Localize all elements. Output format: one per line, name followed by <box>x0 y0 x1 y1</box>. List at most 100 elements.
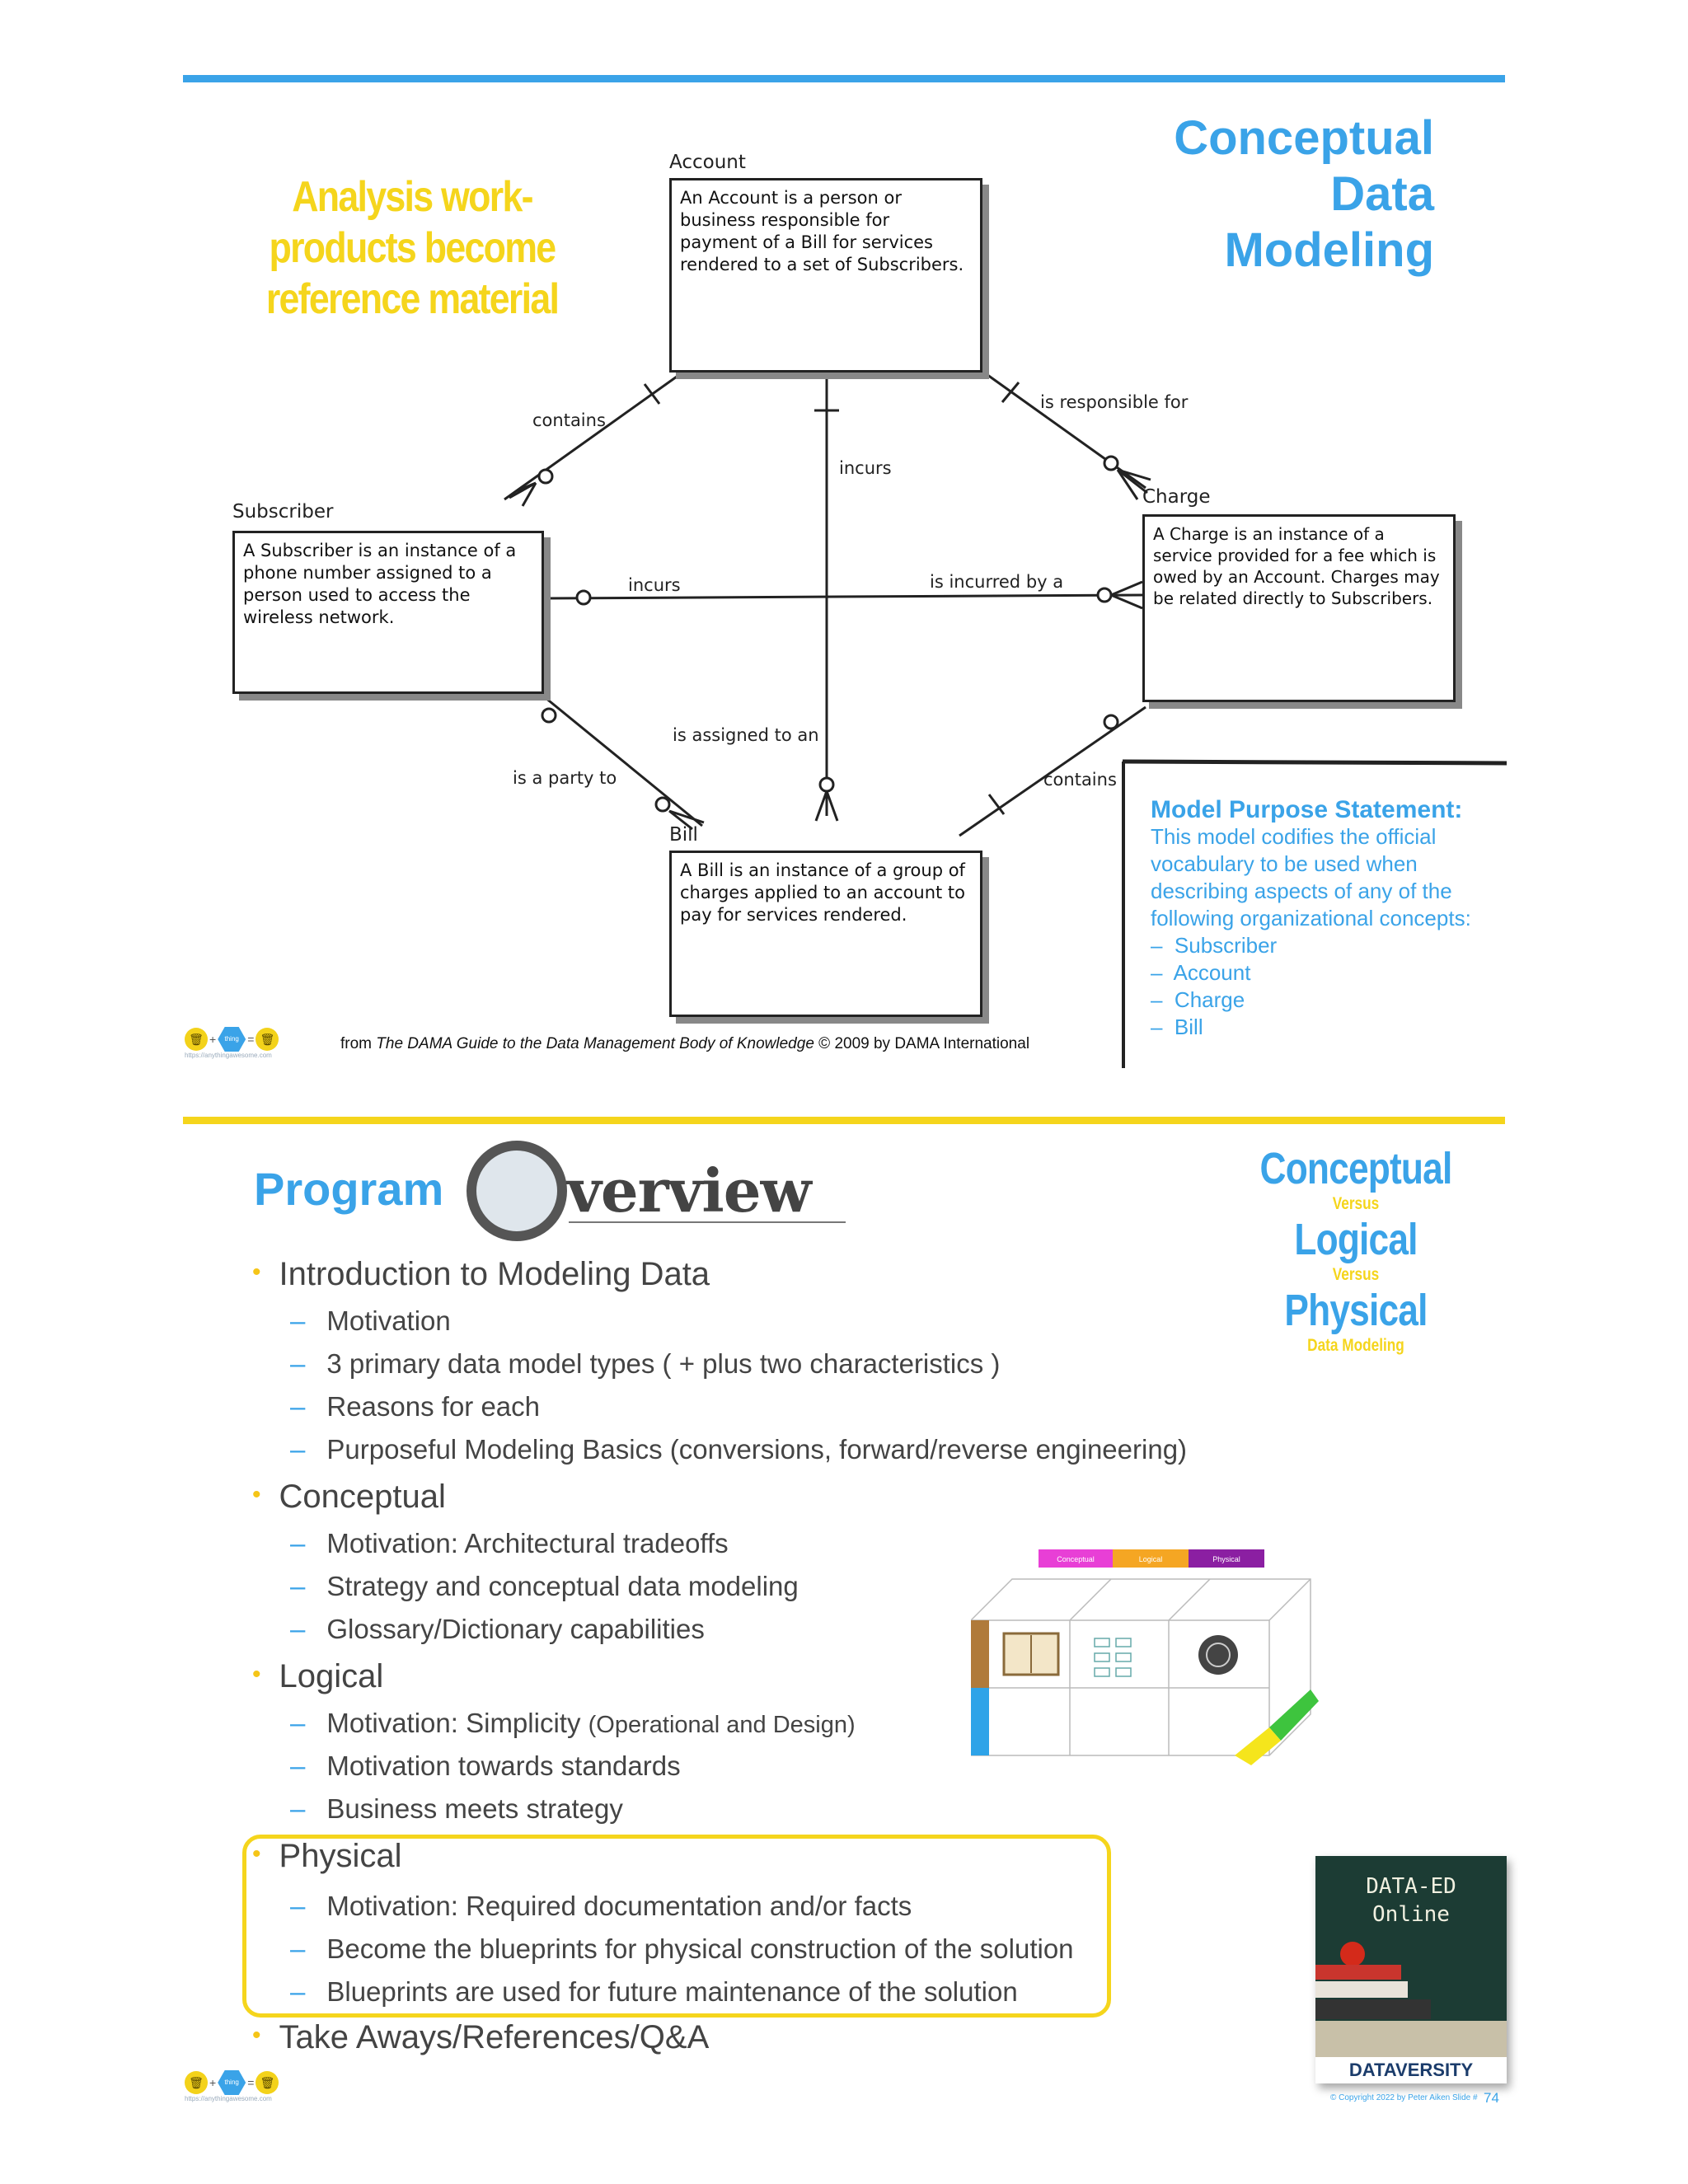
rel-is-a-party-to: is a party to <box>513 768 617 788</box>
cvlp-heading: Conceptual Versus Logical Versus Physica… <box>1258 1144 1454 1357</box>
bill-title: Bill <box>669 824 698 846</box>
account-title: Account <box>669 152 746 173</box>
slide-number: 74 <box>1484 2090 1499 2106</box>
svg-text:Logical: Logical <box>1139 1555 1163 1563</box>
subscriber-box: A Subscriber is an instance of a phone n… <box>232 531 544 694</box>
desk <box>1315 2021 1507 2057</box>
rel-is-incurred-by-a: is incurred by a <box>930 572 1064 592</box>
outline-subitem: –Motivation towards standards <box>290 1750 681 1781</box>
outline-subitem: –Business meets strategy <box>290 1793 623 1824</box>
cube-side-as-is <box>971 1620 989 1688</box>
cube-front-validated <box>1269 1690 1319 1741</box>
rel-is-assigned-to-an: is assigned to an <box>673 725 819 745</box>
analysis-line: reference material <box>265 275 560 323</box>
cvlp-conceptual: Conceptual <box>1259 1144 1453 1193</box>
purpose-item: – Charge <box>1151 987 1245 1012</box>
outline-item: •Logical <box>252 1658 384 1694</box>
rel-contains-top: contains <box>532 410 606 430</box>
outline-subitem: –Blueprints are used for future maintena… <box>290 1976 1018 2007</box>
book-stack <box>1315 1999 1431 2019</box>
magnifier-o-icon <box>467 1141 567 1241</box>
purpose-item: – Bill <box>1151 1015 1203 1039</box>
cube-header-physical <box>1189 1549 1264 1568</box>
er-diagram-lines <box>504 371 1507 1068</box>
overview-title: verview <box>567 1155 812 1226</box>
title-line: Data <box>1330 167 1434 221</box>
purpose-line: vocabulary to be used when <box>1151 851 1418 876</box>
outline-item: •Physical <box>252 1838 402 1874</box>
purpose-item: – Account <box>1151 960 1251 985</box>
analysis-caption: Analysis work- products become reference… <box>263 171 560 325</box>
cube-header-conceptual <box>1039 1549 1113 1568</box>
anythingawesome-logo: 🗑 + thing = 🗑 https://anythingawesome.co… <box>185 2070 279 2102</box>
outline-subitem: –3 primary data model types ( + plus two… <box>290 1348 1001 1379</box>
outline-item: •Take Aways/References/Q&A <box>252 2019 710 2055</box>
analysis-line: Analysis work- <box>292 173 533 221</box>
outline-subitem: –Reasons for each <box>290 1391 541 1422</box>
cvlp-physical: Physical <box>1284 1286 1428 1335</box>
subscriber-title: Subscriber <box>232 501 334 523</box>
trash-icon: 🗑 <box>256 2071 279 2094</box>
diagram-icon <box>1094 1638 1132 1677</box>
copyright: © Copyright 2022 by Peter Aiken Slide # <box>1330 2093 1478 2102</box>
book-stack <box>1315 1965 1401 1980</box>
fingerprint-icon <box>1198 1635 1238 1675</box>
subscriber-bill-line <box>540 692 703 827</box>
cvlp-logical: Logical <box>1294 1215 1418 1264</box>
cube-side-to-be <box>971 1688 989 1755</box>
hexagon-icon: thing <box>218 2070 246 2095</box>
subscriber-charge-line <box>545 593 1143 600</box>
trash-icon: 🗑 <box>185 1028 208 1051</box>
trash-icon: 🗑 <box>185 2071 208 2094</box>
purpose-line: following organizational concepts: <box>1151 906 1471 930</box>
outline-subitem: –Motivation: Architectural tradeoffs <box>290 1528 729 1558</box>
title-line: Modeling <box>1224 223 1434 277</box>
rel-is-responsible-for: is responsible for <box>1040 392 1189 412</box>
rel-incurs-left: incurs <box>628 575 681 595</box>
trash-icon: 🗑 <box>256 1028 279 1051</box>
title-line: Conceptual <box>1174 111 1434 165</box>
title-underline <box>569 1221 846 1223</box>
model-matrix-cube: Conceptual Logical Physical <box>971 1549 1319 1765</box>
purpose-item: – Subscriber <box>1151 933 1278 958</box>
slide1-top-bar <box>183 75 1505 82</box>
outline-subitem: –Glossary/Dictionary capabilities <box>290 1614 705 1644</box>
account-subscriber-line <box>504 371 683 501</box>
purpose-heading: Model Purpose Statement: <box>1151 796 1463 823</box>
data-ed-online-image: DATA-ED Online DATAVERSITY <box>1315 1856 1507 2083</box>
outline-subitem: –Become the blueprints for physical cons… <box>290 1933 1074 1964</box>
analysis-line: products become <box>269 224 557 272</box>
outline-subitem: –Motivation: Simplicity (Operational and… <box>290 1708 856 1738</box>
dataed-line: Online <box>1372 1902 1450 1927</box>
source-citation: from The DAMA Guide to the Data Manageme… <box>340 1035 1030 1052</box>
dataversity-brand: DATAVERSITY <box>1315 2057 1507 2083</box>
model-purpose-statement: Model Purpose Statement: This model codi… <box>1151 796 1505 1048</box>
account-box: An Account is a person or business respo… <box>669 178 982 373</box>
cube-header-logical <box>1113 1549 1189 1568</box>
rel-contains-bottom: contains <box>1043 770 1117 790</box>
cvlp-data-modeling: Data Modeling <box>1307 1336 1404 1355</box>
physical-highlight-box <box>242 1835 1111 2018</box>
slide2-top-bar <box>183 1117 1505 1124</box>
hexagon-icon: thing <box>218 1027 246 1052</box>
program-title: Program <box>254 1163 444 1215</box>
logo-url: https://anythingawesome.com <box>185 1052 272 1059</box>
svg-text:Conceptual: Conceptual <box>1057 1555 1095 1563</box>
purpose-line: This model codifies the official <box>1151 824 1437 849</box>
outline-subitem: –Motivation: Required documentation and/… <box>290 1891 912 1921</box>
apple-icon <box>1340 1942 1365 1966</box>
bill-box: A Bill is an instance of a group of char… <box>669 851 982 1017</box>
cube-front-not-validated <box>1235 1727 1281 1765</box>
outline-item: •Conceptual <box>252 1479 446 1515</box>
outline-subitem: –Strategy and conceptual data modeling <box>290 1571 799 1601</box>
outline-item: •Introduction to Modeling Data <box>252 1256 710 1292</box>
anythingawesome-logo: 🗑 + thing = 🗑 https://anythingawesome.co… <box>185 1027 279 1059</box>
outline-subitem: –Purposeful Modeling Basics (conversions… <box>290 1434 1188 1465</box>
purpose-line: describing aspects of any of the <box>1151 879 1452 903</box>
charge-box: A Charge is an instance of a service pro… <box>1142 514 1456 702</box>
cvlp-versus: Versus <box>1332 1194 1380 1213</box>
logo-url: https://anythingawesome.com <box>185 2095 272 2102</box>
charge-title: Charge <box>1142 486 1211 508</box>
slide1-title: Conceptual Data Modeling <box>1174 110 1434 279</box>
outline-subitem: –Motivation <box>290 1305 451 1336</box>
